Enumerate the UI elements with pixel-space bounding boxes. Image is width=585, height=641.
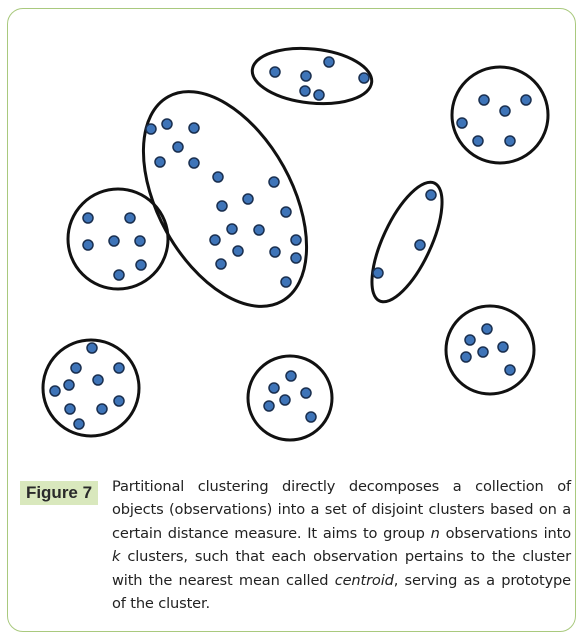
data-point [464, 334, 476, 346]
data-point [232, 245, 244, 257]
cluster-outline [450, 65, 550, 165]
data-point [209, 234, 221, 246]
data-point [481, 323, 493, 335]
data-point [279, 394, 291, 406]
caption-text: Partitional clustering directly decompos… [112, 475, 571, 615]
data-point [96, 403, 108, 415]
data-point [460, 351, 472, 363]
data-point [172, 141, 184, 153]
cluster-outline [370, 180, 444, 304]
caption-part: Partitional clustering directly decompos… [112, 478, 571, 542]
data-point [358, 72, 370, 84]
data-point [305, 411, 317, 423]
data-point [504, 135, 516, 147]
data-point [49, 385, 61, 397]
data-point [70, 362, 82, 374]
data-point [300, 70, 312, 82]
data-point [113, 362, 125, 374]
caption-part: clusters, such that each observation per… [112, 548, 571, 589]
caption-italic-centroid: centroid [334, 571, 394, 589]
cluster-outline [41, 338, 141, 438]
data-point [313, 89, 325, 101]
data-point [269, 66, 281, 78]
data-point [285, 370, 297, 382]
data-point [497, 341, 509, 353]
cluster-outline [250, 46, 374, 106]
data-point [135, 259, 147, 271]
data-point [154, 156, 166, 168]
clustering-diagram [41, 46, 550, 442]
caption-italic-n: n [430, 524, 440, 542]
data-point [64, 403, 76, 415]
data-point [145, 123, 157, 135]
data-point [372, 267, 384, 279]
cluster-outline [444, 304, 536, 396]
data-point [290, 234, 302, 246]
data-point [215, 258, 227, 270]
data-point [113, 395, 125, 407]
data-point [242, 193, 254, 205]
data-point [92, 374, 104, 386]
data-point [188, 157, 200, 169]
data-point [323, 56, 335, 68]
data-point [212, 171, 224, 183]
data-point [124, 212, 136, 224]
cluster-outline [141, 90, 309, 308]
data-point [86, 342, 98, 354]
data-point [269, 246, 281, 258]
data-point [478, 94, 490, 106]
caption-part: observations into [439, 524, 572, 542]
data-point [290, 252, 302, 264]
data-point [504, 364, 516, 376]
data-point [63, 379, 75, 391]
data-point [226, 223, 238, 235]
figure-label: Figure 7 [20, 481, 98, 505]
data-point [280, 206, 292, 218]
data-point [263, 400, 275, 412]
data-point [188, 122, 200, 134]
cluster-outline [66, 187, 170, 291]
data-point [299, 85, 311, 97]
data-point [477, 346, 489, 358]
data-point [82, 239, 94, 251]
data-point [82, 212, 94, 224]
data-point [425, 189, 437, 201]
data-point [73, 418, 85, 430]
data-point [108, 235, 120, 247]
data-point [216, 200, 228, 212]
data-point [300, 387, 312, 399]
caption-italic-k: k [112, 548, 121, 566]
data-point [280, 276, 292, 288]
data-point [268, 176, 280, 188]
data-point [113, 269, 125, 281]
data-point [472, 135, 484, 147]
data-point [134, 235, 146, 247]
caption-part: , serving as a prototype of the cluster. [112, 571, 571, 613]
data-point [161, 118, 173, 130]
data-point [414, 239, 426, 251]
data-point [456, 117, 468, 129]
data-point [253, 224, 265, 236]
cluster-outline [246, 354, 334, 442]
data-point [520, 94, 532, 106]
figure-frame [7, 8, 576, 632]
data-point [499, 105, 511, 117]
data-point [268, 382, 280, 394]
